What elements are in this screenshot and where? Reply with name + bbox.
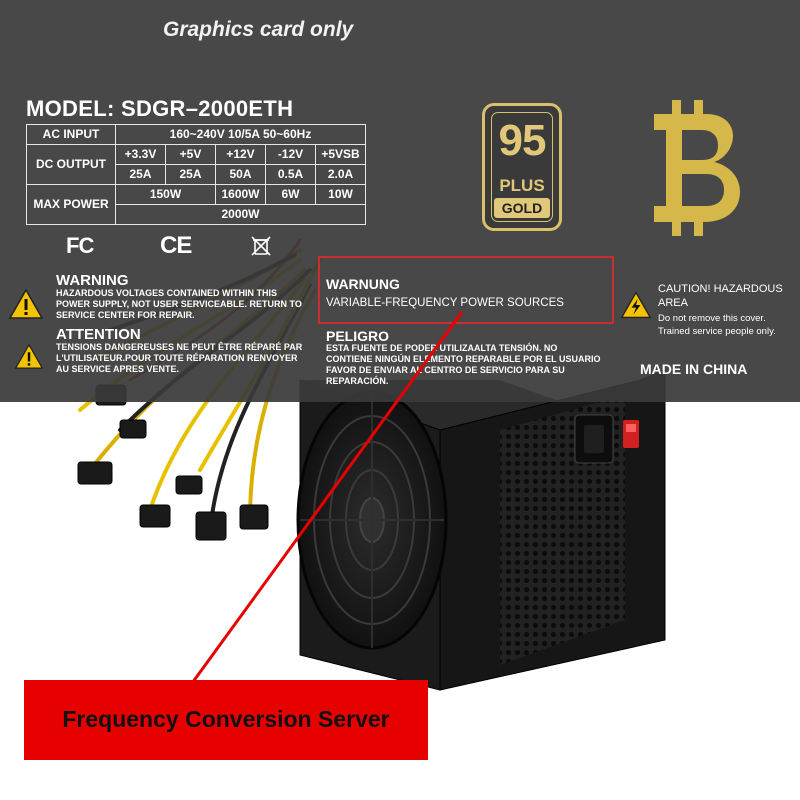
- power-cell: 10W: [315, 184, 366, 205]
- warning-triangle-icon: [8, 288, 44, 319]
- total-power-cell: 2000W: [115, 204, 366, 225]
- peligro-heading: PELIGRO: [326, 328, 390, 344]
- bitcoin-icon: [654, 100, 740, 236]
- ce-mark: CE: [160, 232, 192, 259]
- header-title: Graphics card only: [163, 18, 354, 41]
- badge-number: 95: [498, 116, 547, 165]
- origin-text: MADE IN CHINA: [640, 361, 748, 377]
- frequency-server-callout: Frequency Conversion Server: [24, 680, 428, 760]
- power-switch-icon: [623, 420, 639, 448]
- attention-heading: ATTENTION: [56, 326, 141, 343]
- badge-inner-border: [491, 112, 553, 222]
- attention-text: TENSIONS DANGEREUSES NE PEUT ÊTRE RÉPARÉ…: [56, 342, 303, 374]
- warnung-text: VARIABLE-FREQUENCY POWER SOURCES: [326, 297, 564, 309]
- warning-triangle-icon: [620, 291, 652, 319]
- table-row: AC INPUT 160~240V 10/5A 50~60Hz: [26, 124, 366, 145]
- warnung-heading: WARNUNG: [326, 276, 400, 292]
- ac-socket: [574, 414, 614, 464]
- warning-text: HAZARDOUS VOLTAGES CONTAINED WITHIN THIS…: [56, 288, 302, 320]
- caution-heading: CAUTION! HAZARDOUS AREA: [658, 283, 783, 309]
- warnung-highlight-box: [318, 256, 614, 324]
- peligro-text: ESTA FUENTE DE PODER UTILIZAALTA TENSIÓN…: [326, 343, 601, 386]
- model-number: MODEL: SDGR–2000ETH: [26, 96, 294, 121]
- callout-label: Frequency Conversion Server: [62, 706, 390, 732]
- efficiency-badge: 95 PLUS GOLD: [482, 103, 562, 231]
- max-power-label: MAX POWER: [26, 184, 116, 225]
- rail-cell: +3.3V: [115, 144, 166, 165]
- caution-note: Do not remove this cover. Trained servic…: [658, 313, 776, 337]
- table-row: 2000W: [27, 204, 366, 225]
- table-row: DC OUTPUT +3.3V +5V +12V -12V +5VSB: [26, 144, 366, 185]
- warning-heading: WARNING: [56, 272, 129, 289]
- current-cell: 0.5A: [265, 164, 316, 185]
- dc-output-label: DC OUTPUT: [26, 144, 116, 185]
- badge-tier: GOLD: [494, 198, 550, 218]
- badge-plus: PLUS: [499, 176, 545, 195]
- ac-input-value: 160~240V 10/5A 50~60Hz: [115, 124, 366, 145]
- spec-table: AC INPUT 160~240V 10/5A 50~60Hz DC OUTPU…: [26, 124, 366, 225]
- current-cell: 50A: [215, 164, 266, 185]
- warning-triangle-icon: [14, 343, 44, 369]
- fan-grille-icon: [296, 390, 448, 650]
- crossed-bin-icon: [251, 236, 271, 256]
- fc-mark: FC: [66, 233, 94, 258]
